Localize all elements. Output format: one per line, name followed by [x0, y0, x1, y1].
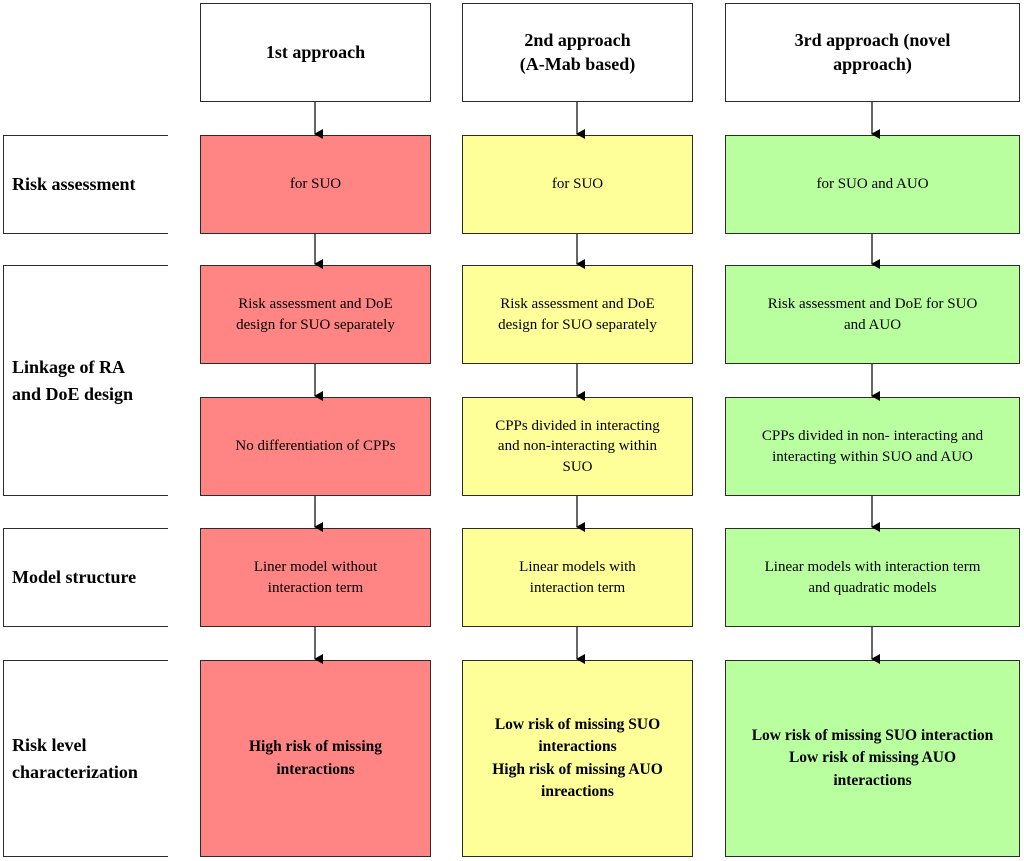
col1-linkage-design-box: Risk assessment and DoE design for SUO s… [200, 265, 431, 364]
col2-model-structure-box: Linear models with interaction term [462, 528, 693, 627]
header-2nd-approach: 2nd approach (A-Mab based) [462, 3, 693, 102]
col2-risk-assessment-box: for SUO [462, 135, 693, 234]
col2-linkage-design-box: Risk assessment and DoE design for SUO s… [462, 265, 693, 364]
col3-risk-assessment-box: for SUO and AUO [725, 135, 1020, 234]
header-3rd-approach: 3rd approach (novel approach) [725, 3, 1020, 102]
col3-linkage-design-box: Risk assessment and DoE for SUO and AUO [725, 265, 1020, 364]
col3-risk-level-box: Low risk of missing SUO interaction Low … [725, 660, 1020, 857]
header-2nd-approach-text: 2nd approach (A-Mab based) [519, 30, 636, 74]
header-3rd-approach-text: 3rd approach (novel approach) [794, 30, 951, 74]
col2-linkage-cpps-box: CPPs divided in interacting and non-inte… [462, 397, 693, 496]
row-label-risk-level: Risk level characterization [3, 660, 168, 857]
col2-risk-level-box: Low risk of missing SUO interactions Hig… [462, 660, 693, 857]
header-1st-approach-text: 1st approach [265, 41, 366, 62]
row-label-risk-assessment: Risk assessment [3, 135, 168, 234]
row-label-model-structure: Model structure [3, 528, 168, 627]
col1-risk-level-box: High risk of missing interactions [200, 660, 431, 857]
header-1st-approach: 1st approach [200, 3, 431, 102]
row-label-linkage: Linkage of RA and DoE design [3, 265, 168, 496]
